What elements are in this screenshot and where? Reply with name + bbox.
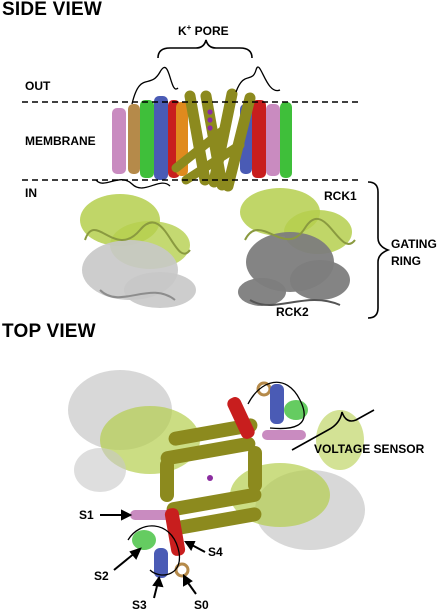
top-view-structure xyxy=(68,370,365,578)
top-view-heading: TOP VIEW xyxy=(2,321,96,342)
pore-brace xyxy=(157,39,253,59)
label-arrows xyxy=(100,509,206,599)
s0-label: S0 xyxy=(194,598,209,612)
s2-label: S2 xyxy=(94,569,109,583)
voltage-sensor-label: VOLTAGE SENSOR xyxy=(314,442,425,456)
gating-ring xyxy=(80,188,356,308)
gating-label-line2: RING xyxy=(391,254,421,268)
membrane-label: MEMBRANE xyxy=(25,134,96,148)
s3-label: S3 xyxy=(132,598,147,612)
pore-label-charge: + xyxy=(186,23,192,32)
transmembrane-helices xyxy=(95,66,292,192)
gating-ring-brace xyxy=(367,181,391,319)
rck1-label: RCK1 xyxy=(324,189,357,203)
out-label: OUT xyxy=(25,79,51,93)
pore-label-k: K xyxy=(178,24,187,38)
rck2-label: RCK2 xyxy=(276,305,309,319)
voltage-sensor-brace xyxy=(291,409,375,451)
pore-label-text: PORE xyxy=(191,24,229,38)
gating-label-line1: GATING xyxy=(391,237,437,251)
s1-label: S1 xyxy=(79,508,94,522)
side-view-heading: SIDE VIEW xyxy=(2,0,102,20)
s4-label: S4 xyxy=(208,545,223,559)
in-label: IN xyxy=(25,186,37,200)
pore-label: K+ PORE xyxy=(178,23,229,38)
